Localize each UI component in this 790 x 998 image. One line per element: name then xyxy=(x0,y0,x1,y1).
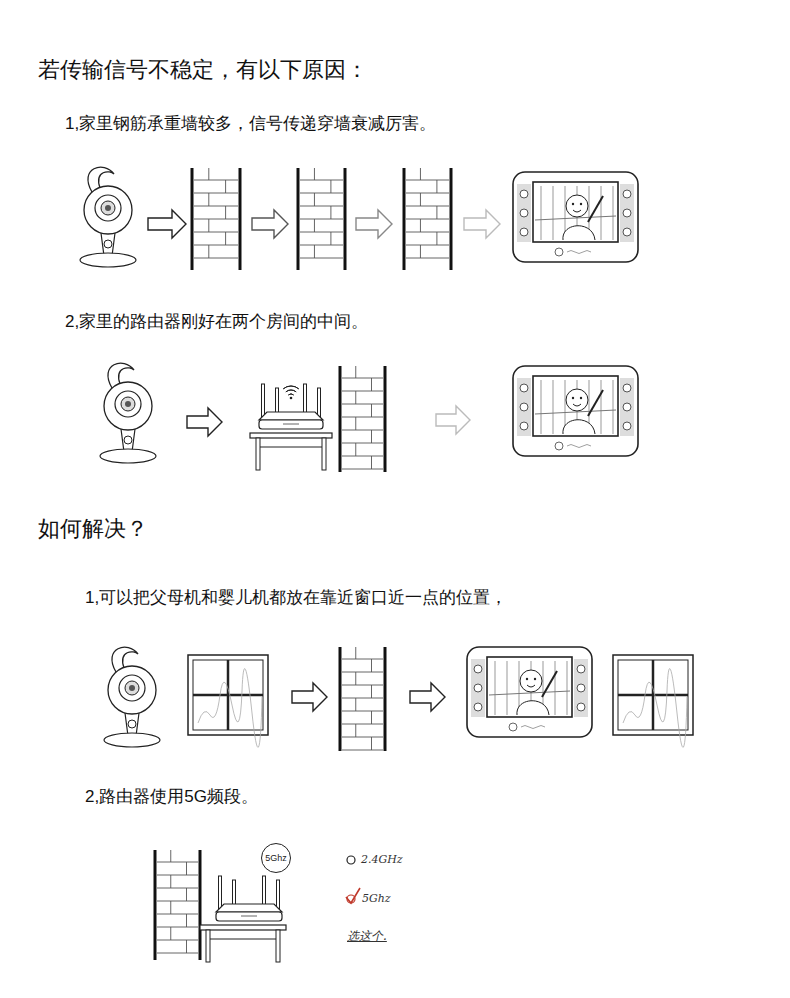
brick-wall xyxy=(340,647,385,751)
block-arrow xyxy=(410,683,445,711)
block-arrow xyxy=(292,683,327,711)
solution-item: 1,可以把父母机和婴儿机都放在靠近窗口近一点的位置， xyxy=(85,587,507,608)
cause-item: 2,家里的路由器刚好在两个房间的中间。 xyxy=(65,311,368,332)
window xyxy=(188,655,268,747)
window xyxy=(613,655,693,747)
cause-item: 1,家里钢筋承重墙较多，信号传递穿墙衰减厉害。 xyxy=(65,113,436,134)
block-arrow xyxy=(148,210,186,238)
brick-wall xyxy=(340,366,385,472)
baby-camera xyxy=(80,167,136,267)
heading: 若传输信号不稳定，有以下原因： xyxy=(38,56,368,84)
block-arrow xyxy=(464,210,500,238)
parent-monitor xyxy=(467,647,592,737)
handwritten-note: 选这个. xyxy=(347,929,387,944)
baby-camera xyxy=(100,363,156,463)
brick-wall xyxy=(298,168,345,270)
block-arrow xyxy=(187,408,222,436)
frequency-badge: 5Ghz xyxy=(261,843,291,873)
radio-options xyxy=(346,856,360,903)
solution-item: 2,路由器使用5G频段。 xyxy=(85,786,258,807)
brick-wall xyxy=(155,850,200,960)
parent-monitor xyxy=(513,172,638,262)
block-arrow xyxy=(436,406,470,434)
parent-monitor xyxy=(513,366,638,456)
table xyxy=(200,925,286,962)
option-label: 2.4GHz xyxy=(361,853,403,867)
heading: 如何解决？ xyxy=(38,515,148,543)
block-arrow xyxy=(356,210,392,238)
wifi-router xyxy=(216,876,282,921)
block-arrow xyxy=(252,210,288,238)
baby-camera xyxy=(104,647,160,747)
badge-text: 5Ghz xyxy=(265,854,287,863)
brick-wall xyxy=(404,168,451,270)
table xyxy=(250,433,332,470)
option-label: 5Ghz xyxy=(362,892,391,906)
wifi-router xyxy=(259,384,323,429)
brick-wall xyxy=(192,168,240,270)
